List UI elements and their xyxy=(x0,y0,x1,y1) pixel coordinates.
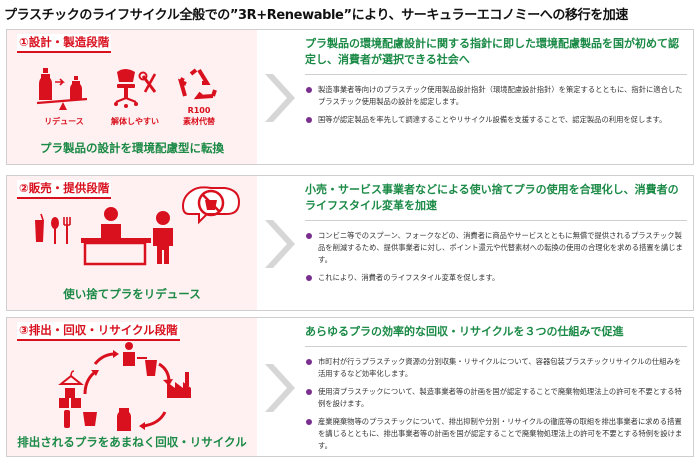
section-illustration-panel: ②販売・提供段階 使い捨てプラをリデュース xyxy=(7,176,257,310)
icon-label: リデュース xyxy=(44,117,84,126)
section-discharge-collection-recycling: ③排出・回収・リサイクル段階 xyxy=(6,317,694,457)
list-item: これにより、消費者のライフスタイル変革を促します。 xyxy=(305,272,687,284)
section-detail: あらゆるプラの効率的な回収・リサイクルを３つの仕組みで促進 市町村が行うプラスチ… xyxy=(305,324,687,458)
icon-label: 解体しやすい xyxy=(111,117,159,126)
section-illustration-panel: ①設計・製造段階 リデュース 解体しやすい xyxy=(7,30,257,164)
no-plastic-bag-icon xyxy=(181,186,241,225)
recycle-icon xyxy=(177,68,217,100)
recycle-badge: R100 xyxy=(187,106,211,115)
recycle-cycle-icon xyxy=(58,342,191,431)
stage-label: ②販売・提供段階 xyxy=(17,180,112,199)
bullet-list: コンビニ等でのスプーン、フォークなどの、消費者に商品やサービスとともに無償で提供… xyxy=(305,230,687,284)
section-caption: 使い捨てプラをリデュース xyxy=(63,287,201,301)
chevron-right-icon xyxy=(265,220,295,268)
chevron-right-icon xyxy=(265,364,295,412)
icon-label: 素材代替 xyxy=(183,117,215,126)
stage-label: ①設計・製造段階 xyxy=(17,34,112,53)
section-caption: プラ製品の設計を環境配慮型に転換 xyxy=(40,141,224,155)
section-headline: 小売・サービス事業者などによる使い捨てプラの使用を合理化し、消費者のライフスタイ… xyxy=(305,182,687,221)
list-item: コンビニ等でのスプーン、フォークなどの、消費者に商品やサービスとともに無償で提供… xyxy=(305,230,687,266)
section-design-manufacturing: ①設計・製造段階 リデュース 解体しやすい xyxy=(6,29,694,165)
stage-label: ③排出・回収・リサイクル段階 xyxy=(17,322,180,341)
section-detail: 小売・サービス事業者などによる使い捨てプラの使用を合理化し、消費者のライフスタイ… xyxy=(305,182,687,290)
section-headline: あらゆるプラの効率的な回収・リサイクルを３つの仕組みで促進 xyxy=(305,324,687,347)
list-item: 使用済プラスチックについて、製造事業者等の計画を国が認定することで廃棄物処理法上… xyxy=(305,386,687,410)
shop-counter-icon xyxy=(81,207,173,266)
section-detail: プラ製品の環境配慮設計に関する指針に即した環境配慮製品を国が初めて認定し、消費者… xyxy=(305,36,687,132)
section-caption: 排出されるプラをあまねく回収・リサイクル xyxy=(17,435,247,449)
list-item: 産業廃棄物等のプラスチックについて、排出抑制や分別・リサイクルの徹底等の取組を排… xyxy=(305,416,687,452)
chair-tools-icon xyxy=(114,69,157,108)
bullet-list: 製造事業者等向けのプラスチック使用製品設計指針（環境配慮設計指針）を策定するとと… xyxy=(305,84,687,126)
bottle-scale-icon xyxy=(36,68,88,110)
section-sales-provision: ②販売・提供段階 使い捨てプラをリデュース xyxy=(6,175,694,311)
section-illustration-panel: ③排出・回収・リサイクル段階 xyxy=(7,318,257,456)
chevron-right-icon xyxy=(265,74,295,122)
list-item: 製造事業者等向けのプラスチック使用製品設計指針（環境配慮設計指針）を策定するとと… xyxy=(305,84,687,108)
section-headline: プラ製品の環境配慮設計に関する指針に即した環境配慮製品を国が初めて認定し、消費者… xyxy=(305,36,687,75)
cutlery-icon xyxy=(35,213,71,244)
page-title: プラスチックのライフサイクル全般での”3R+Renewable”により、サーキュ… xyxy=(4,8,629,23)
list-item: 市町村が行うプラスチック資源の分別収集・リサイクルについて、容器包装プラスチック… xyxy=(305,356,687,380)
bullet-list: 市町村が行うプラスチック資源の分別収集・リサイクルについて、容器包装プラスチック… xyxy=(305,356,687,452)
list-item: 国等が認定製品を率先して調達することやリサイクル設備を支援することで、認定製品の… xyxy=(305,114,687,126)
